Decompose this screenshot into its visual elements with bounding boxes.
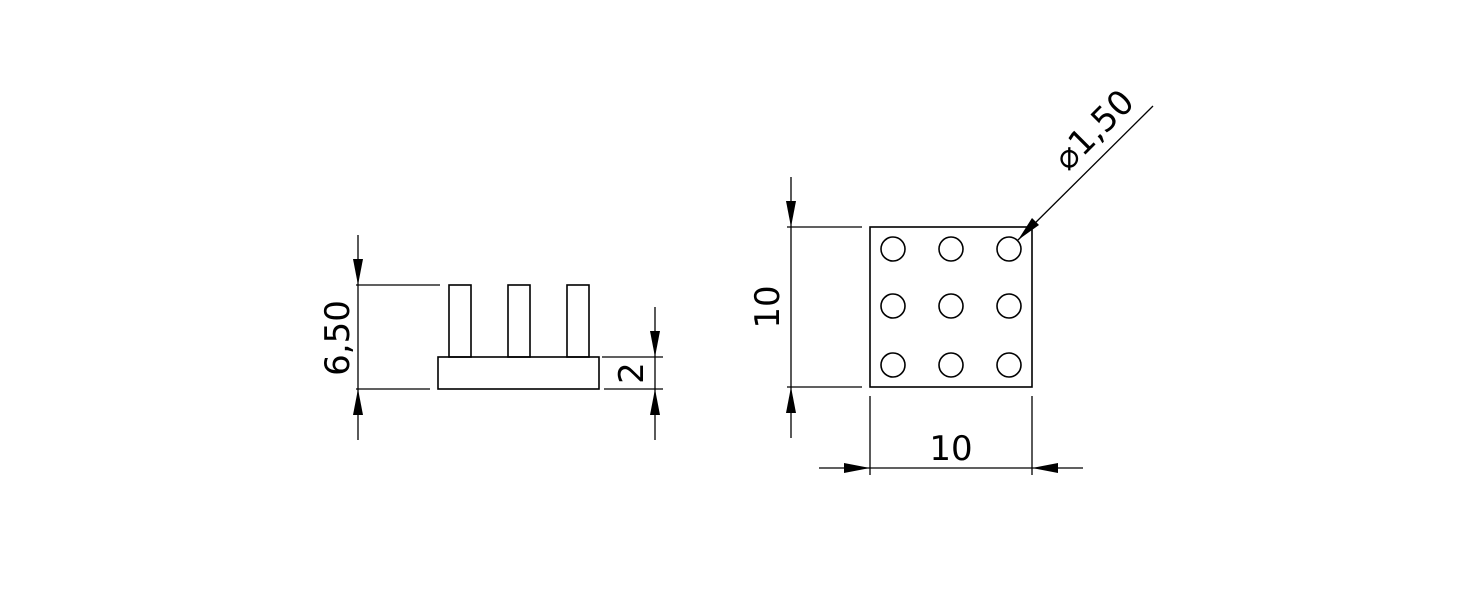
hole-diameter-callout: ⌀1,50 — [1017, 82, 1154, 241]
hole — [880, 236, 906, 262]
base-plate-top — [869, 226, 1033, 388]
hole — [880, 293, 906, 319]
pin-left — [448, 284, 472, 358]
pin-middle — [507, 284, 531, 358]
hole — [996, 236, 1022, 262]
arrow-up — [650, 389, 660, 415]
side-view: 6,50 2 — [318, 235, 663, 440]
hole — [880, 352, 906, 378]
arrow-down — [650, 331, 660, 357]
arrow-down — [353, 259, 363, 285]
arrow-up — [786, 387, 796, 413]
arrow-up — [353, 389, 363, 415]
hole — [938, 352, 964, 378]
base-height-dimension: 2 — [602, 307, 663, 440]
arrow-left — [1032, 463, 1058, 473]
top-width-label: 10 — [929, 429, 972, 469]
top-height-label: 10 — [748, 285, 788, 328]
hole — [996, 293, 1022, 319]
top-view: 10 10 ⌀1,50 — [748, 82, 1154, 475]
arrow-right — [844, 463, 870, 473]
top-width-dimension: 10 — [819, 396, 1083, 475]
arrow-down — [786, 201, 796, 227]
base-height-label: 2 — [612, 362, 652, 384]
top-height-dimension: 10 — [748, 177, 862, 438]
hole — [996, 352, 1022, 378]
pin-right — [566, 284, 590, 358]
overall-height-dimension: 6,50 — [318, 235, 440, 440]
leader-line — [1017, 105, 1154, 241]
hole — [938, 293, 964, 319]
hole — [938, 236, 964, 262]
overall-height-label: 6,50 — [318, 300, 358, 376]
leader-arrow — [1018, 218, 1039, 240]
base-plate-side — [437, 356, 600, 390]
hole-grid — [880, 236, 1022, 378]
